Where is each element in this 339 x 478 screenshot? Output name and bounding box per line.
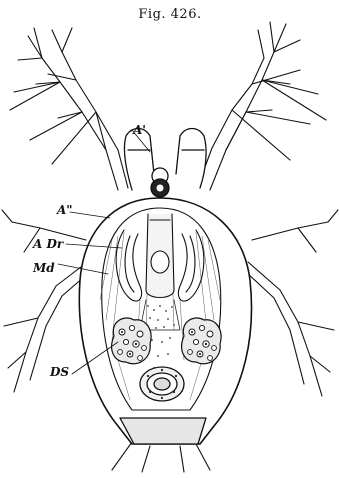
figure-title: Fig. 426. — [138, 7, 201, 22]
dorsal-sac — [140, 367, 184, 401]
label-a-prime: A' — [132, 123, 146, 137]
posterior-plate — [120, 418, 206, 444]
label-a-dr: A Dr — [32, 237, 65, 251]
label-ds: DS — [49, 365, 69, 379]
anterior-appendages — [124, 129, 206, 198]
label-md: Md — [32, 261, 55, 275]
label-a-double-prime: A" — [56, 203, 73, 217]
